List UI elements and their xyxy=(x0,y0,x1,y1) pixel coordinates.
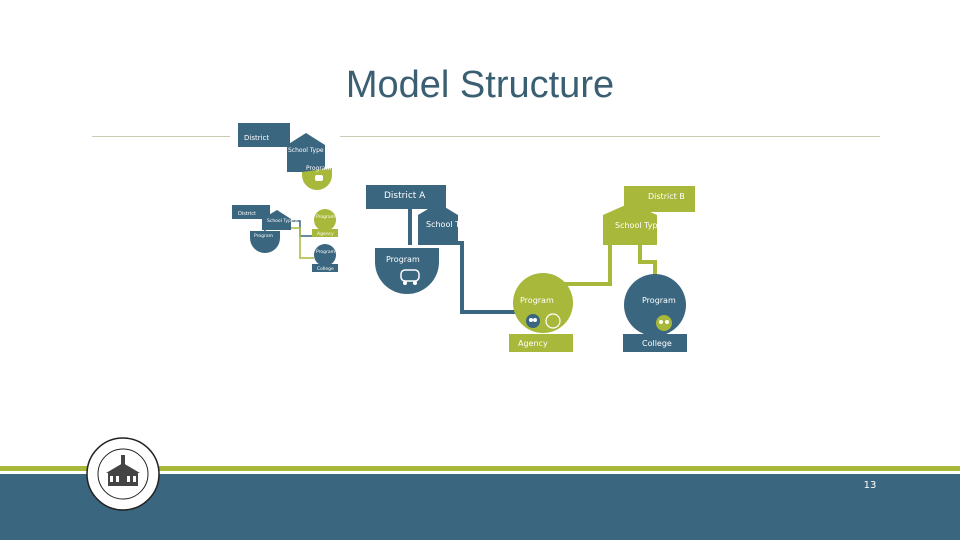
bus-icon xyxy=(400,269,420,285)
title-rule-right xyxy=(340,136,880,137)
program-college-shape xyxy=(624,274,686,336)
small-top-school-label: School Type K xyxy=(288,147,331,154)
school-type-b-label: School Type K xyxy=(615,221,671,230)
agency-label: Agency xyxy=(518,339,548,348)
footer-bar xyxy=(0,474,960,540)
page-title: Model Structure xyxy=(345,64,615,106)
small-mid-district-box xyxy=(232,205,270,219)
school-type-a-label: School Type K xyxy=(426,220,482,229)
small-mid-college-box xyxy=(312,264,338,272)
small-mid-school-shape xyxy=(262,210,291,230)
small-top-district-box xyxy=(238,123,290,147)
small-top-district-label: District xyxy=(244,134,269,142)
small-mid-agency-box xyxy=(312,229,338,237)
school-type-b-shape xyxy=(603,203,657,245)
small-top-program-label: Program xyxy=(306,165,331,172)
agency-box xyxy=(509,334,573,352)
small-mid-program-college-shape xyxy=(314,244,336,266)
title-rule-left xyxy=(92,136,230,137)
small-mid-program-agency-label: Program xyxy=(316,214,335,220)
small-mid-school-label: School Type K xyxy=(267,218,299,224)
small-diagram-top: District School Type K Program xyxy=(238,123,332,190)
program-agency-label: Program xyxy=(520,296,554,305)
small-diagram-mid: District School Type K Program Program A… xyxy=(232,205,338,272)
footer-accent-bar xyxy=(0,466,960,471)
small-mid-college-label: College xyxy=(317,266,334,272)
district-a-label: District A xyxy=(384,191,426,201)
small-top-school-shape xyxy=(287,133,325,172)
college-box xyxy=(623,334,687,352)
small-mid-program-left-shape xyxy=(250,231,280,253)
people-icon xyxy=(656,315,672,331)
small-mid-program-college-label: Program xyxy=(316,249,335,255)
page-number: 13 xyxy=(863,480,877,491)
people-icon xyxy=(526,313,561,329)
program-college-label: Program xyxy=(642,296,676,305)
school-type-a-shape xyxy=(418,203,458,245)
program-left-shape xyxy=(375,248,439,294)
program-left-label: Program xyxy=(386,255,420,264)
district-a-box xyxy=(366,185,446,209)
small-mid-agency-label: Agency xyxy=(317,231,334,237)
bus-icon xyxy=(315,175,323,181)
state-seal-icon xyxy=(86,437,160,511)
small-mid-district-label: District xyxy=(238,211,256,217)
district-b-label: District B xyxy=(648,192,685,201)
small-mid-program-agency-shape xyxy=(314,209,336,231)
college-label: College xyxy=(642,339,672,348)
small-mid-program-left-label: Program xyxy=(254,233,273,239)
